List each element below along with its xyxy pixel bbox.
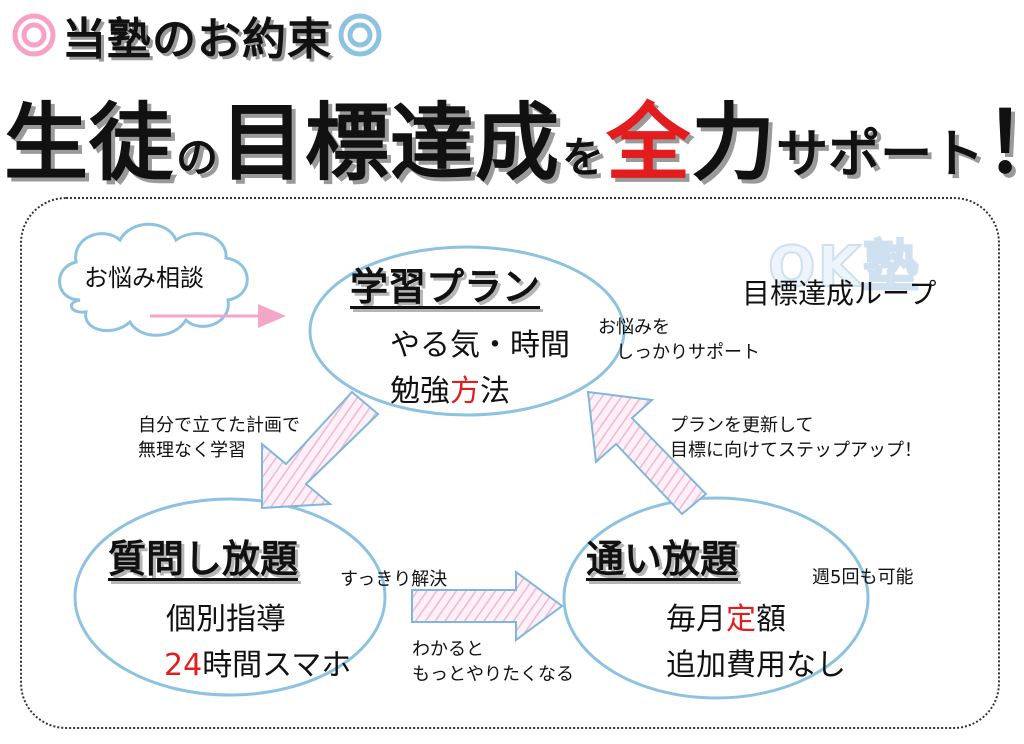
slogan-full: 全 <box>606 94 692 192</box>
attend-line1-c: 額 <box>756 602 786 637</box>
question-title: 質問し放題 <box>108 537 299 581</box>
attend-ellipse <box>562 496 870 700</box>
consult-label: お悩み相談 <box>84 264 204 292</box>
note-support-1: お悩みを <box>598 317 670 338</box>
attend-line1: 毎月定額 <box>666 594 786 638</box>
page-heading-promise: 当塾のお約束 <box>6 4 388 66</box>
plan-line2-highlight: 方 <box>450 374 480 409</box>
pink-target-icon <box>12 13 56 57</box>
main-slogan: 生徒 の 目標達成 を 全 力 サポート ！ <box>4 76 1024 192</box>
note-more-1: わかると <box>412 639 484 660</box>
attend-line2: 追加費用なし <box>666 648 846 683</box>
question-line2-b: 時間スマホ <box>202 648 352 683</box>
promise-text: 当塾のお約束 <box>62 14 332 65</box>
striped-arrow-icon <box>411 570 564 642</box>
attend-line1-highlight: 定 <box>726 602 756 637</box>
note-solve: すっきり解決 <box>340 569 448 590</box>
note-self-2: 無理なく学習 <box>138 440 246 461</box>
question-line2-highlight: 24 <box>164 648 203 683</box>
note-update-1: プランを更新して <box>670 415 814 436</box>
striped-arrow-icon <box>586 390 708 516</box>
slogan-exclaim: ！ <box>984 76 1024 197</box>
note-more-2: もっとやりたくなる <box>412 664 574 685</box>
attend-title: 通い放題 <box>586 537 739 581</box>
question-line1: 個別指導 <box>166 602 286 637</box>
question-line2: 24時間スマホ <box>164 640 351 684</box>
attend-line1-a: 毎月 <box>666 602 726 637</box>
plan-line2: 勉強方法 <box>390 366 510 410</box>
pink-arrow-icon <box>150 304 286 328</box>
brand-watermark: OK塾 <box>767 234 921 301</box>
note-support-2: しっかりサポート <box>616 342 760 363</box>
plan-line1: やる気・時間 <box>390 328 570 363</box>
slogan-no: の <box>176 133 219 182</box>
question-ellipse <box>73 497 387 697</box>
slogan-goal: 目標達成 <box>220 94 561 192</box>
note-self-1: 自分で立てた計画で <box>138 415 300 436</box>
slogan-support: サポート <box>776 125 985 185</box>
note-update-2: 目標に向けてステップアップ！ <box>670 440 922 461</box>
slogan-power: 力 <box>691 94 777 192</box>
slogan-students: 生徒 <box>4 94 175 192</box>
loop-frame <box>20 197 1000 729</box>
plan-title: 学習プラン <box>350 265 541 309</box>
note-weekly: 週5回も可能 <box>812 567 914 588</box>
cloud-icon <box>58 222 249 337</box>
striped-arrow-icon <box>261 390 380 510</box>
plan-line2-a: 勉強 <box>390 374 450 409</box>
plan-line2-c: 法 <box>480 374 510 409</box>
plan-ellipse <box>308 245 626 417</box>
slogan-wo: を <box>562 133 605 182</box>
loop-title: 目標達成ループ <box>742 277 937 310</box>
blue-target-icon <box>338 13 382 57</box>
